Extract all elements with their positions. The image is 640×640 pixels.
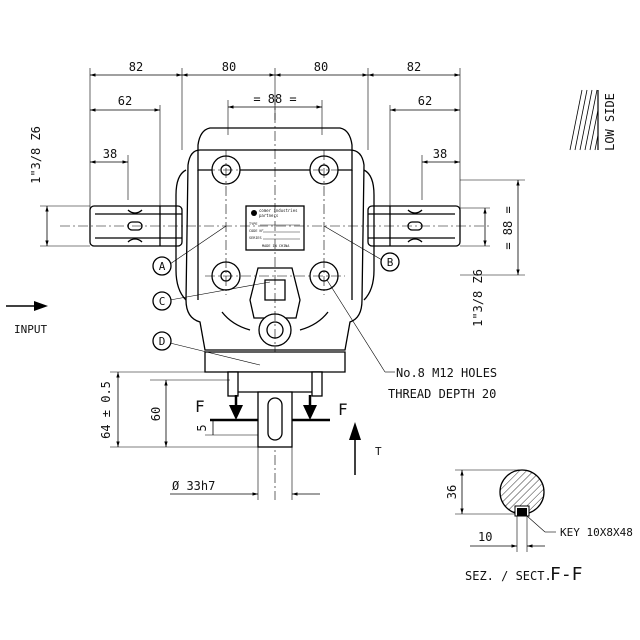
low-side-label: LOW SIDE <box>603 93 617 151</box>
section-mark-right: F <box>338 400 348 419</box>
vertical-output-shaft <box>257 391 293 448</box>
dim-5: 5 <box>195 424 209 431</box>
svg-text:D: D <box>159 335 166 348</box>
holes-line-1: No.8 M12 HOLES <box>396 366 497 380</box>
right-88-vertical-dimension: = 88 = <box>460 179 525 276</box>
left-shaft-spec-dimension: 1"3/8 Z6 <box>29 126 90 247</box>
callout-b: B <box>323 225 400 272</box>
nameplate-brand-1: comer industries <box>259 208 298 213</box>
callout-a: A <box>152 225 227 276</box>
right-output-shaft <box>367 205 461 247</box>
dim-82-left: 82 <box>129 60 143 74</box>
callouts: A B C D <box>152 225 400 366</box>
input-arrow: INPUT <box>6 301 48 336</box>
dim-62-right: 62 <box>418 94 432 108</box>
section-name: F-F <box>550 564 583 585</box>
svg-text:C: C <box>159 295 166 308</box>
nameplate-brand-2: partners <box>259 213 279 218</box>
low-side-symbol: LOW SIDE <box>569 89 617 151</box>
dim-33h7: Ø 33h7 <box>172 479 215 493</box>
nameplate-made-in: MADE IN CHINA <box>262 244 290 248</box>
section-marks: F F <box>195 395 348 422</box>
holes-note: No.8 M12 HOLES THREAD DEPTH 20 <box>326 279 497 401</box>
nameplate-code: CODE N° <box>249 229 264 233</box>
right-shaft-spec-dimension: 1"3/8 Z6 <box>460 207 490 327</box>
dimension-62-pair: 62 62 <box>90 94 460 210</box>
bottom-vertical-dimensions: 64 ± 0.5 60 5 <box>99 371 258 448</box>
diameter-dimension: Ø 33h7 <box>170 447 320 500</box>
nameplate-type: TYPE <box>249 222 257 226</box>
dimension-38-pair: 38 38 <box>90 147 460 200</box>
t-label: T <box>375 445 382 458</box>
section-view: 36 10 KEY 10X8X48 SEZ. / SECT. F-F <box>445 469 633 585</box>
top-dimension-chain: 82 80 80 82 <box>89 60 461 210</box>
callout-d: D <box>152 331 261 366</box>
dim-10: 10 <box>478 530 492 544</box>
holes-line-2: THREAD DEPTH 20 <box>388 387 496 401</box>
dim-38-left: 38 <box>103 147 117 161</box>
callout-c: C <box>152 281 271 311</box>
svg-text:B: B <box>387 256 394 269</box>
dim-88-right: = 88 = <box>501 206 515 249</box>
dim-36: 36 <box>445 485 459 499</box>
section-label: SEZ. / SECT. <box>465 569 552 583</box>
t-direction-arrow: T <box>349 422 382 475</box>
dim-60: 60 <box>149 407 163 421</box>
dim-64: 64 ± 0.5 <box>99 381 113 439</box>
dim-80-right: 80 <box>314 60 328 74</box>
input-label: INPUT <box>14 323 47 336</box>
dim-62-left: 62 <box>118 94 132 108</box>
key-label: KEY 10X8X48 <box>560 526 633 539</box>
right-shaft-spec: 1"3/8 Z6 <box>471 269 485 327</box>
dim-80-left: 80 <box>222 60 236 74</box>
section-mark-left: F <box>195 397 205 416</box>
left-shaft-spec: 1"3/8 Z6 <box>29 126 43 184</box>
dim-38-right: 38 <box>433 147 447 161</box>
bottom-flange <box>204 351 346 397</box>
svg-text:A: A <box>159 260 166 273</box>
dim-82-right: 82 <box>407 60 421 74</box>
nameplate-series: SERIES <box>249 236 262 240</box>
